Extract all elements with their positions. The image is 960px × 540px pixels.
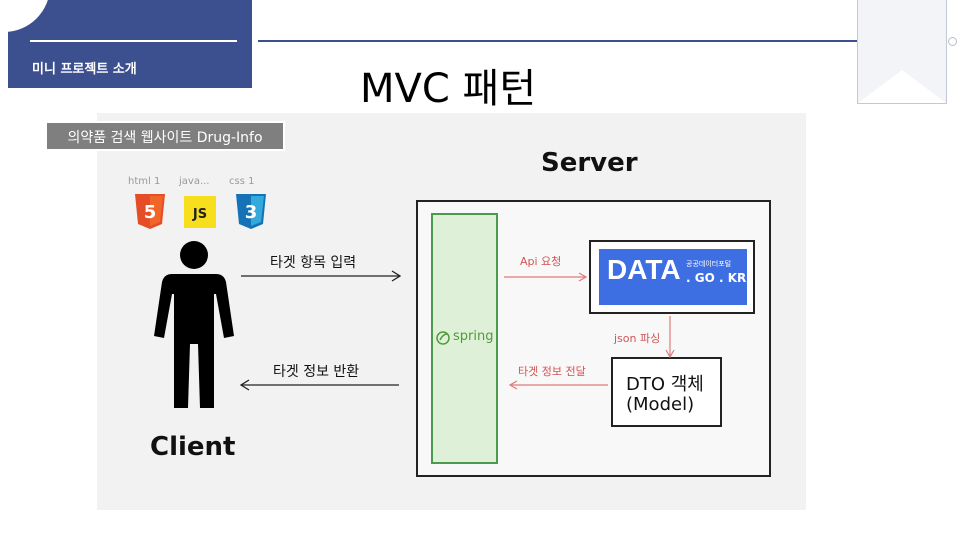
spring-box: [431, 213, 498, 464]
title-divider: [258, 40, 858, 42]
spring-leaf-icon: [436, 331, 450, 345]
json-parse-label: json 파싱: [614, 332, 661, 345]
dto-title: DTO 객체: [626, 374, 704, 395]
server-flow-arrows: [504, 272, 675, 390]
dto-subtitle: (Model): [626, 394, 695, 415]
js-badge-text: JS: [192, 207, 207, 222]
person-icon: [154, 241, 234, 408]
flow-arrows: [239, 270, 402, 391]
diagram-caption: 의약품 검색 웹사이트 Drug-Info: [45, 121, 285, 151]
bookmark-decoration: [857, 0, 947, 104]
data-logo-domain: . GO . KR: [686, 271, 747, 285]
deliver-label: 타겟 정보 전달: [518, 365, 586, 378]
data-logo-text: DATA: [607, 254, 681, 285]
api-request-label: Api 요청: [520, 255, 562, 268]
html5-badge-text: 5: [144, 202, 157, 223]
html5-icon: 5: [135, 194, 165, 229]
css3-badge-text: 3: [245, 202, 258, 223]
js-icon: JS: [184, 196, 216, 228]
request-label: 타겟 항목 입력: [270, 255, 357, 271]
data-logo-subtitle: 공공데이터포털: [686, 260, 732, 268]
dto-box: [611, 357, 722, 427]
js-label: java...: [179, 176, 210, 187]
css3-icon: 3: [236, 194, 266, 229]
divider-dot: [948, 37, 957, 46]
client-label: Client: [150, 432, 236, 462]
section-label: 미니 프로젝트 소개: [32, 62, 137, 77]
header-divider: [30, 40, 237, 42]
server-label: Server: [541, 148, 638, 178]
html-label: html 1: [128, 176, 161, 187]
spring-label: spring: [453, 329, 494, 344]
bookmark-chevron-icon: [858, 70, 946, 103]
data-portal-logo: [599, 249, 747, 305]
response-label: 타겟 정보 반환: [273, 364, 360, 380]
slide-title: MVC 패턴: [360, 66, 537, 112]
header-tab: [8, 0, 252, 88]
css-label: css 1: [229, 176, 255, 187]
